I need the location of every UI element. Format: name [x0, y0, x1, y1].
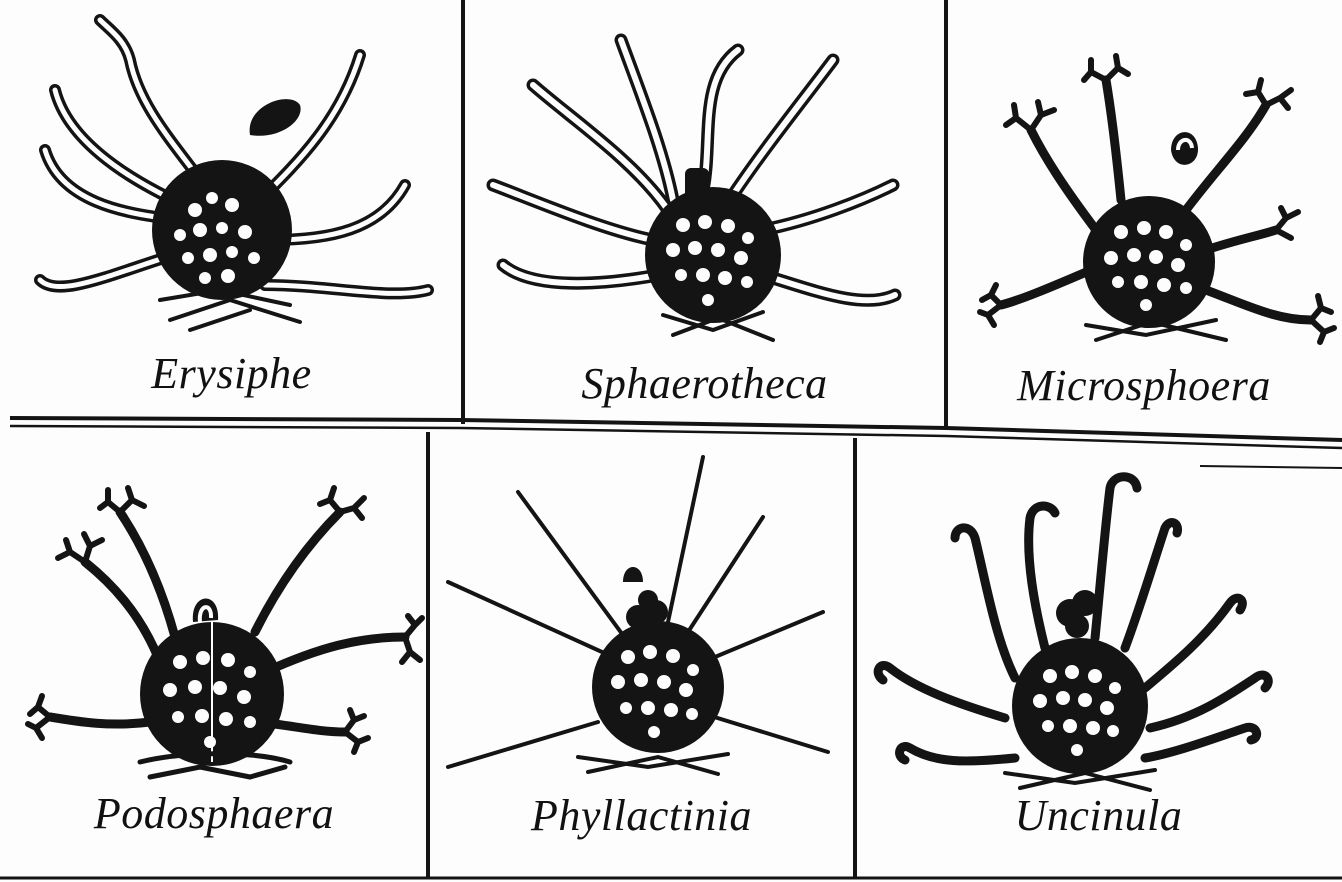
erysiphe-illustration	[0, 0, 463, 360]
phyllactinia-illustration	[428, 432, 855, 802]
panel-erysiphe: Erysiphe	[0, 0, 463, 424]
label-uncinula: Uncinula	[855, 790, 1342, 841]
microsphoera-illustration	[946, 0, 1342, 360]
label-sphaerotheca: Sphaerotheca	[463, 358, 946, 409]
panel-phyllactinia: Phyllactinia	[428, 432, 855, 878]
label-podosphaera: Podosphaera	[0, 788, 428, 839]
label-microsphoera: Microsphoera	[946, 360, 1342, 411]
podosphaera-illustration	[0, 432, 428, 802]
label-erysiphe: Erysiphe	[0, 348, 463, 399]
panel-uncinula: Uncinula	[855, 438, 1342, 878]
panel-podosphaera: Podosphaera	[0, 432, 428, 878]
sphaerotheca-illustration	[463, 0, 946, 360]
panel-microsphoera: Microsphoera	[946, 0, 1342, 430]
uncinula-illustration	[855, 438, 1342, 798]
label-phyllactinia: Phyllactinia	[428, 790, 855, 841]
panel-sphaerotheca: Sphaerotheca	[463, 0, 946, 424]
